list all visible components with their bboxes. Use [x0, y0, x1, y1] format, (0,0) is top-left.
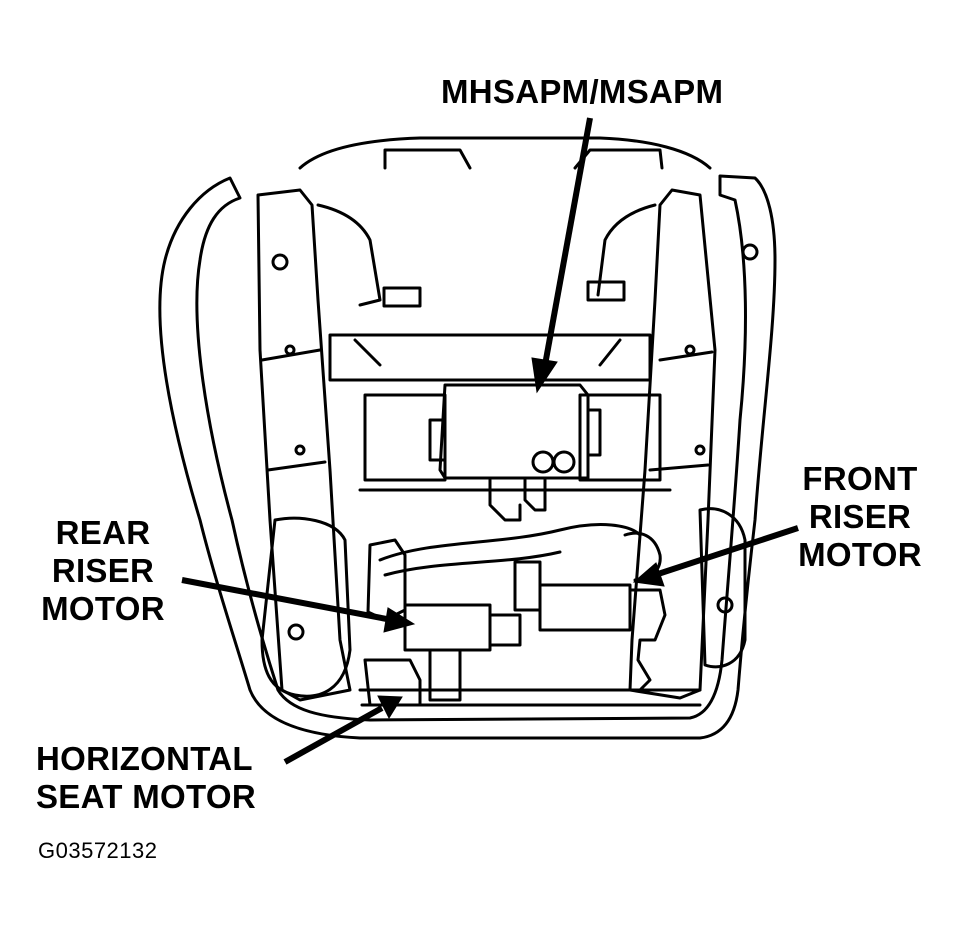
horizontal-line-1: HORIZONTAL — [36, 740, 253, 777]
module-label: MHSAPM/MSAPM — [441, 73, 724, 110]
front-riser-line-2: RISER — [808, 498, 912, 535]
seat-back-outline — [298, 136, 712, 170]
seat-shell — [158, 174, 777, 740]
rear-riser-leader — [181, 577, 393, 623]
front-riser-motor-body — [538, 583, 632, 632]
horizontal-seat-motor-label: HORIZONTAL SEAT MOTOR — [36, 740, 256, 816]
module-leader — [542, 117, 593, 366]
lower-window-frame — [363, 393, 447, 482]
horizontal-leader — [283, 705, 384, 765]
front-riser-leader — [654, 525, 799, 578]
figure-id: G03572132 — [38, 838, 158, 863]
right-side-rail — [628, 188, 717, 700]
rear-riser-arrowhead — [383, 607, 416, 633]
front-riser-line-3: MOTOR — [798, 536, 922, 573]
module-arrowhead — [531, 357, 558, 394]
rear-riser-line-2: RISER — [51, 552, 155, 589]
horizontal-line-2: SEAT MOTOR — [36, 778, 256, 815]
upper-cross-member — [328, 333, 652, 382]
front-riser-motor-label: FRONT RISER MOTOR — [795, 460, 925, 574]
rear-riser-motor-label: REAR RISER MOTOR — [38, 514, 168, 628]
horizontal-seat-motor — [363, 658, 422, 707]
rear-riser-motor — [403, 603, 492, 652]
front-riser-line-1: FRONT — [802, 460, 918, 497]
module-box — [438, 383, 590, 480]
rear-riser-line-3: MOTOR — [41, 590, 165, 627]
front-riser-arrowhead — [632, 562, 665, 587]
rear-riser-line-1: REAR — [55, 514, 151, 551]
left-side-rail — [256, 188, 352, 702]
horizontal-arrowhead — [377, 695, 403, 720]
